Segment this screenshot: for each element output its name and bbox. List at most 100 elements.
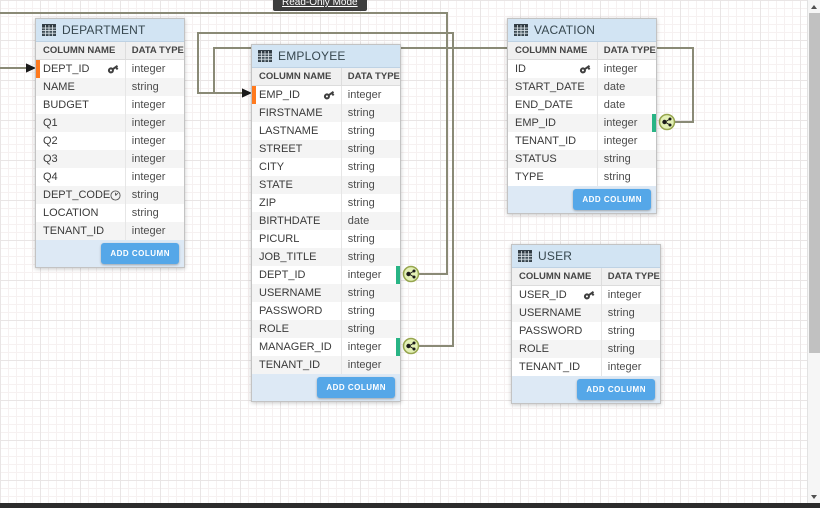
column-name: DEPT_ID: [43, 63, 90, 75]
column-name: LOCATION: [43, 207, 99, 219]
table-header[interactable]: DEPARTMENT: [36, 19, 184, 42]
column-type: integer: [600, 358, 660, 376]
table-title: DEPARTMENT: [62, 23, 146, 37]
scroll-down-button[interactable]: [808, 490, 820, 503]
data-type-header: DATA TYPE: [600, 268, 660, 285]
column-name: END_DATE: [515, 99, 573, 111]
column-type: string: [596, 150, 656, 168]
relationship-line-manager: [197, 32, 454, 347]
column-type: string: [600, 304, 660, 322]
column-name: PASSWORD: [259, 305, 323, 317]
table-header[interactable]: VACATION: [508, 19, 656, 42]
add-column-button[interactable]: ADD COLUMN: [577, 379, 655, 400]
table-footer: ADD COLUMN: [252, 374, 400, 401]
connection-point-manager-id[interactable]: [402, 337, 420, 355]
connection-point-vacation-emp-id[interactable]: [658, 113, 676, 131]
column-name-header: COLUMN NAME: [259, 71, 332, 82]
column-name: ROLE: [259, 323, 289, 335]
column-name: LASTNAME: [259, 125, 319, 137]
vertical-scrollbar[interactable]: [807, 0, 820, 503]
arrow-up-icon: [811, 4, 817, 9]
relationship-line-dept: [0, 12, 448, 275]
column-name-header: COLUMN NAME: [43, 45, 116, 56]
column-type: string: [340, 284, 400, 302]
scroll-up-button[interactable]: [808, 0, 820, 13]
column-type: string: [600, 322, 660, 340]
column-name: FIRSTNAME: [259, 107, 323, 119]
column-name: TENANT_ID: [259, 359, 321, 371]
relationship-wires: [0, 12, 694, 355]
add-column-button[interactable]: ADD COLUMN: [101, 243, 179, 264]
add-column-button[interactable]: ADD COLUMN: [573, 189, 651, 210]
connection-point-dept-id[interactable]: [402, 265, 420, 283]
column-type: integer: [600, 286, 660, 304]
primary-key-icon: [579, 65, 591, 74]
column-type: string: [340, 176, 400, 194]
column-type: date: [340, 212, 400, 230]
table-header[interactable]: USER: [512, 245, 660, 268]
column-type: string: [340, 140, 400, 158]
table-title: EMPLOYEE: [278, 49, 346, 63]
column-name: TENANT_ID: [519, 361, 581, 373]
scrollbar-thumb[interactable]: [809, 13, 820, 353]
column-row[interactable]: ROLE string: [252, 320, 400, 338]
table-header[interactable]: EMPLOYEE: [252, 45, 400, 68]
column-type: string: [340, 320, 400, 338]
data-type-header: DATA TYPE: [124, 42, 184, 59]
column-header-row: COLUMN NAME DATA TYPE: [36, 42, 184, 60]
column-row[interactable]: TENANT_ID integer: [512, 358, 660, 376]
data-type-header: DATA TYPE: [596, 42, 656, 59]
bottom-toolbar-edge: [0, 503, 820, 508]
arrow-down-icon: [811, 494, 817, 499]
column-name: CITY: [259, 161, 285, 173]
primary-key-icon: [583, 291, 595, 300]
column-name: ZIP: [259, 197, 277, 209]
fk-source-marker: [396, 338, 400, 356]
add-column-button[interactable]: ADD COLUMN: [317, 377, 395, 398]
read-only-mode-badge: Read-Only Mode: [273, 0, 367, 11]
column-name: Q4: [43, 171, 58, 183]
column-name: Q2: [43, 135, 58, 147]
column-type: string: [340, 230, 400, 248]
table-footer: ADD COLUMN: [512, 376, 660, 403]
column-name: ROLE: [519, 343, 549, 355]
